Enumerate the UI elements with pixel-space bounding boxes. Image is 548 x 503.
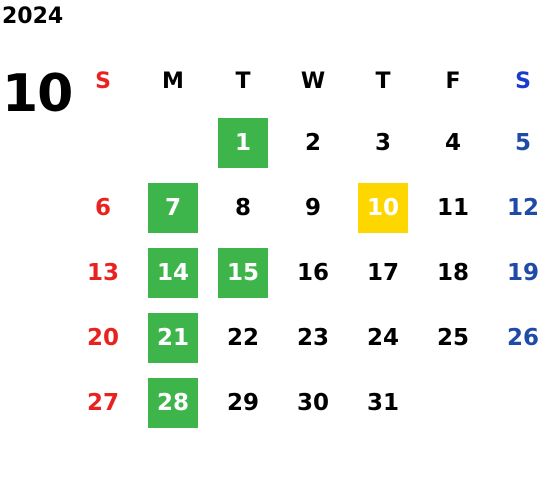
calendar-day-12[interactable]: 12	[506, 195, 539, 221]
weekday-label-tue: T	[235, 69, 251, 94]
calendar-day-23[interactable]: 23	[296, 325, 329, 351]
calendar-day-4[interactable]: 4	[444, 130, 461, 156]
calendar-day-15[interactable]: 15	[218, 248, 268, 298]
calendar-day-22[interactable]: 22	[226, 325, 259, 351]
calendar-day-13[interactable]: 13	[86, 260, 119, 286]
calendar-day-18[interactable]: 18	[436, 260, 469, 286]
calendar-day-14[interactable]: 14	[148, 248, 198, 298]
calendar-day-2[interactable]: 2	[304, 130, 321, 156]
calendar-day-30[interactable]: 30	[296, 390, 329, 416]
calendar-day-27[interactable]: 27	[86, 390, 119, 416]
calendar-day-6[interactable]: 6	[94, 195, 111, 221]
calendar-day-10[interactable]: 10	[358, 183, 408, 233]
calendar-day-24[interactable]: 24	[366, 325, 399, 351]
calendar-year: 2024	[2, 4, 64, 29]
calendar-day-9[interactable]: 9	[304, 195, 321, 221]
weekday-label-wed: W	[300, 69, 326, 94]
calendar-day-8[interactable]: 8	[234, 195, 251, 221]
calendar-day-11[interactable]: 11	[436, 195, 469, 221]
weekday-label-sun: S	[95, 69, 111, 94]
weekday-label-thu: T	[375, 69, 391, 94]
calendar-day-1[interactable]: 1	[218, 118, 268, 168]
calendar-month: 10	[2, 64, 73, 124]
weekday-label-sat: S	[515, 69, 531, 94]
calendar-day-19[interactable]: 19	[506, 260, 539, 286]
weekday-label-fri: F	[445, 69, 461, 94]
calendar-day-29[interactable]: 29	[226, 390, 259, 416]
calendar-day-3[interactable]: 3	[374, 130, 391, 156]
calendar-day-17[interactable]: 17	[366, 260, 399, 286]
calendar-day-5[interactable]: 5	[514, 130, 531, 156]
calendar-day-7[interactable]: 7	[148, 183, 198, 233]
calendar-day-26[interactable]: 26	[506, 325, 539, 351]
calendar-day-20[interactable]: 20	[86, 325, 119, 351]
calendar-day-21[interactable]: 21	[148, 313, 198, 363]
calendar-day-25[interactable]: 25	[436, 325, 469, 351]
calendar-day-28[interactable]: 28	[148, 378, 198, 428]
weekday-label-mon: M	[162, 69, 184, 94]
calendar-day-16[interactable]: 16	[296, 260, 329, 286]
calendar-day-31[interactable]: 31	[366, 390, 399, 416]
